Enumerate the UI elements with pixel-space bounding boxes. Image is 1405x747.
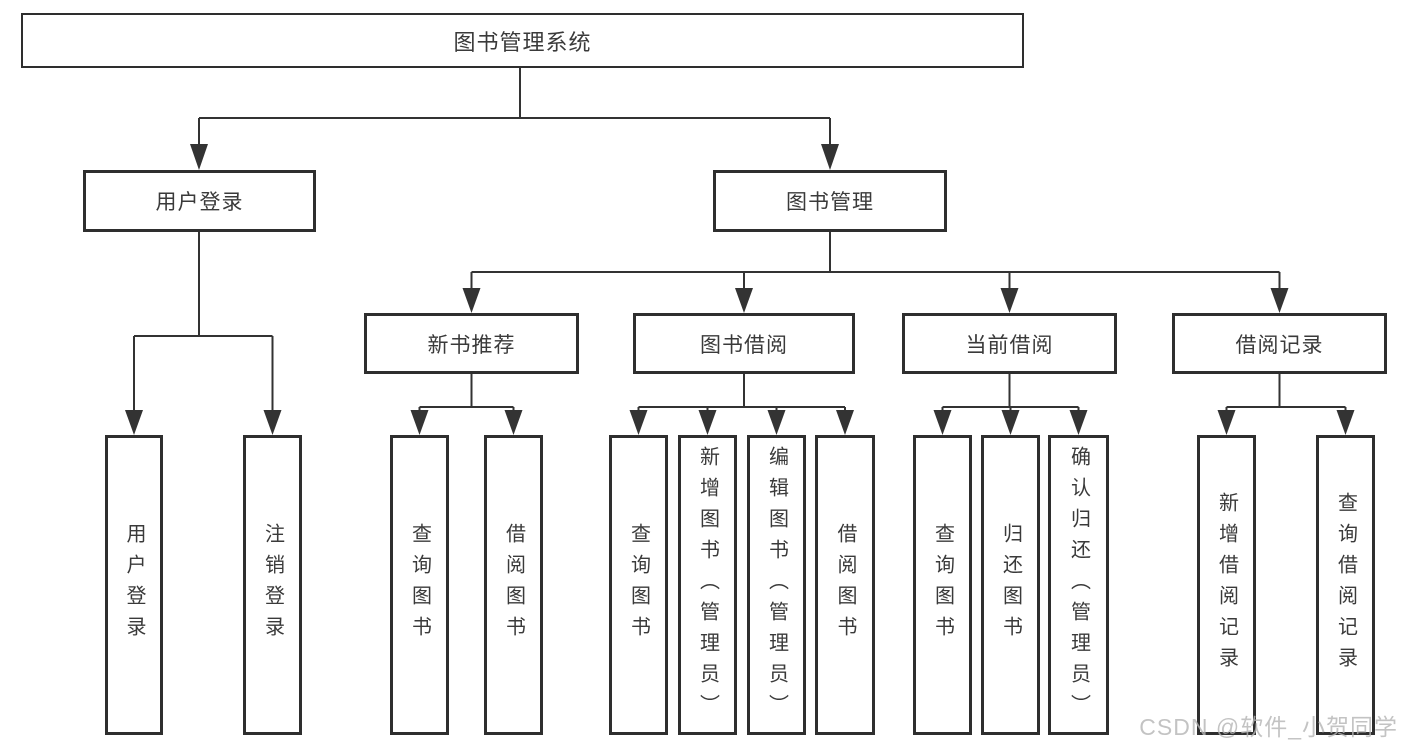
leaf-query-borrow-record: 查询借阅记录 <box>1316 435 1375 735</box>
node-book-borrow: 图书借阅 <box>633 313 855 374</box>
leaf-query-books-current: 查询图书 <box>913 435 972 735</box>
leaf-edit-book-admin: 编辑图书（管理员） <box>747 435 806 735</box>
leaf-borrow-books: 借阅图书 <box>815 435 875 735</box>
node-label: 用户登录 <box>155 191 244 214</box>
leaf-add-borrow-record: 新增借阅记录 <box>1197 435 1256 735</box>
node-label: 新增借阅记录 <box>1215 492 1238 678</box>
leaf-logout: 注销登录 <box>243 435 302 735</box>
node-label: 借阅记录 <box>1235 333 1324 357</box>
node-user-login: 用户登录 <box>83 170 316 232</box>
node-label: 查询借阅记录 <box>1334 492 1357 678</box>
leaf-return-books: 归还图书 <box>981 435 1040 735</box>
leaf-user-login: 用户登录 <box>105 435 163 735</box>
node-label: 确认归还（管理员） <box>1067 445 1090 725</box>
leaf-borrow-books-recommend: 借阅图书 <box>484 435 543 735</box>
node-label: 编辑图书（管理员） <box>765 445 788 725</box>
node-root: 图书管理系统 <box>21 13 1024 68</box>
node-label: 图书管理 <box>786 191 874 214</box>
node-borrow-records: 借阅记录 <box>1172 313 1387 374</box>
node-label: 图书借阅 <box>700 333 788 357</box>
leaf-add-book-admin: 新增图书（管理员） <box>678 435 737 735</box>
node-label: 新书推荐 <box>427 333 516 357</box>
node-book-management: 图书管理 <box>713 170 947 232</box>
node-new-book-recommend: 新书推荐 <box>364 313 579 374</box>
node-label: 借阅图书 <box>502 523 525 647</box>
node-label: 用户登录 <box>123 523 145 647</box>
node-label: 查询图书 <box>931 523 954 647</box>
leaf-query-books-recommend: 查询图书 <box>390 435 449 735</box>
node-label: 查询图书 <box>627 523 650 647</box>
node-label: 查询图书 <box>408 523 431 647</box>
node-label: 归还图书 <box>999 523 1022 647</box>
leaf-query-books-borrow: 查询图书 <box>609 435 668 735</box>
node-label: 新增图书（管理员） <box>696 445 719 725</box>
leaf-confirm-return-admin: 确认归还（管理员） <box>1048 435 1109 735</box>
node-current-borrow: 当前借阅 <box>902 313 1117 374</box>
node-label: 图书管理系统 <box>453 29 592 55</box>
node-label: 注销登录 <box>261 523 284 647</box>
node-label: 当前借阅 <box>965 333 1054 357</box>
watermark: CSDN @软件_小贺同学 <box>1139 714 1398 740</box>
node-label: 借阅图书 <box>834 523 856 647</box>
